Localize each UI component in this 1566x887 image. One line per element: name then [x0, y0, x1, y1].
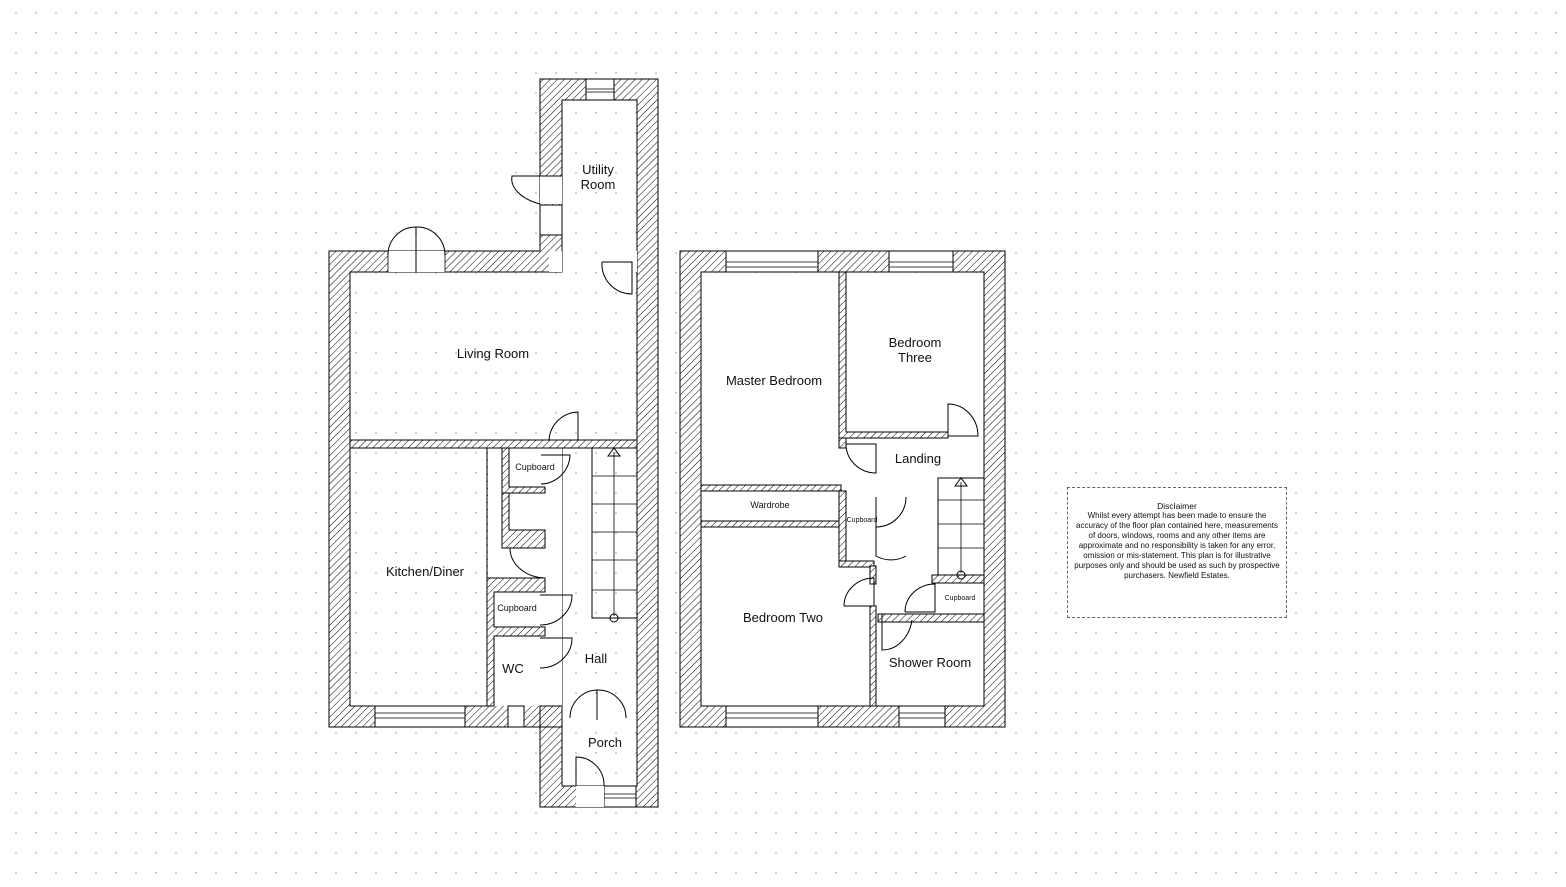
utility-label-line2: Room	[581, 177, 616, 192]
disclaimer-body: Whilst every attempt has been made to en…	[1074, 511, 1280, 580]
bedroom-two-label: Bedroom Two	[743, 610, 823, 625]
cupboard-upper-label: Cupboard	[515, 462, 555, 472]
shower-door	[881, 614, 913, 651]
first-floor-stairs	[937, 477, 985, 580]
bedroom-three-label-line1: Bedroom	[889, 335, 942, 350]
living-room-french-doors	[387, 226, 446, 272]
landing-cupboard-door	[875, 496, 907, 561]
hall-label: Hall	[585, 651, 608, 666]
cupboard-lower-label: Cupboard	[497, 603, 537, 613]
bedroom-three-window	[888, 250, 954, 273]
utility-door	[511, 175, 562, 205]
kitchen-label: Kitchen/Diner	[386, 564, 465, 579]
hall-living-door	[548, 411, 579, 441]
ground-floor-stairs	[591, 447, 638, 623]
utility-window	[585, 78, 615, 101]
porch-window	[603, 785, 637, 808]
ground-floor-plan	[328, 78, 659, 808]
first-floor-plan	[679, 250, 1006, 728]
bedroom-two-window	[725, 705, 819, 728]
living-room-label: Living Room	[457, 346, 529, 361]
master-window	[725, 250, 819, 273]
cupboard-upper-door	[540, 454, 571, 485]
kitchen-door	[509, 547, 546, 579]
wardrobe-label: Wardrobe	[750, 500, 789, 510]
bedroom-three-door	[947, 403, 979, 437]
wardrobe-box	[700, 490, 840, 522]
porch-front-door	[575, 756, 605, 787]
shower-window	[898, 705, 946, 728]
utility-living-door	[601, 261, 633, 295]
wc-window	[507, 705, 525, 728]
room-labels: Utility Room Living Room Kitchen/Diner C…	[386, 162, 976, 750]
wc-door	[539, 637, 573, 669]
utility-label-line1: Utility	[582, 162, 614, 177]
shower-room-label: Shower Room	[889, 655, 971, 670]
disclaimer-box: Disclaimer Whilst every attempt has been…	[1067, 487, 1287, 618]
cupboard-lower-door	[539, 594, 573, 626]
master-bedroom-label: Master Bedroom	[726, 373, 822, 388]
stair-cupboard-door	[904, 583, 936, 613]
stair-cupboard-label: Cupboard	[945, 595, 976, 602]
kitchen-window	[374, 705, 466, 728]
bedroom-three-label-line2: Three	[898, 350, 932, 365]
wc-label: WC	[502, 661, 524, 676]
porch-inner-doors	[569, 689, 627, 720]
utility-side-window	[539, 204, 563, 236]
disclaimer-title: Disclaimer	[1157, 501, 1197, 511]
porch-label: Porch	[588, 735, 622, 750]
master-door	[845, 443, 877, 474]
landing-label: Landing	[895, 451, 941, 466]
bedroom-two-door	[843, 577, 875, 607]
landing-cupboard-label: Cupboard	[847, 517, 878, 524]
